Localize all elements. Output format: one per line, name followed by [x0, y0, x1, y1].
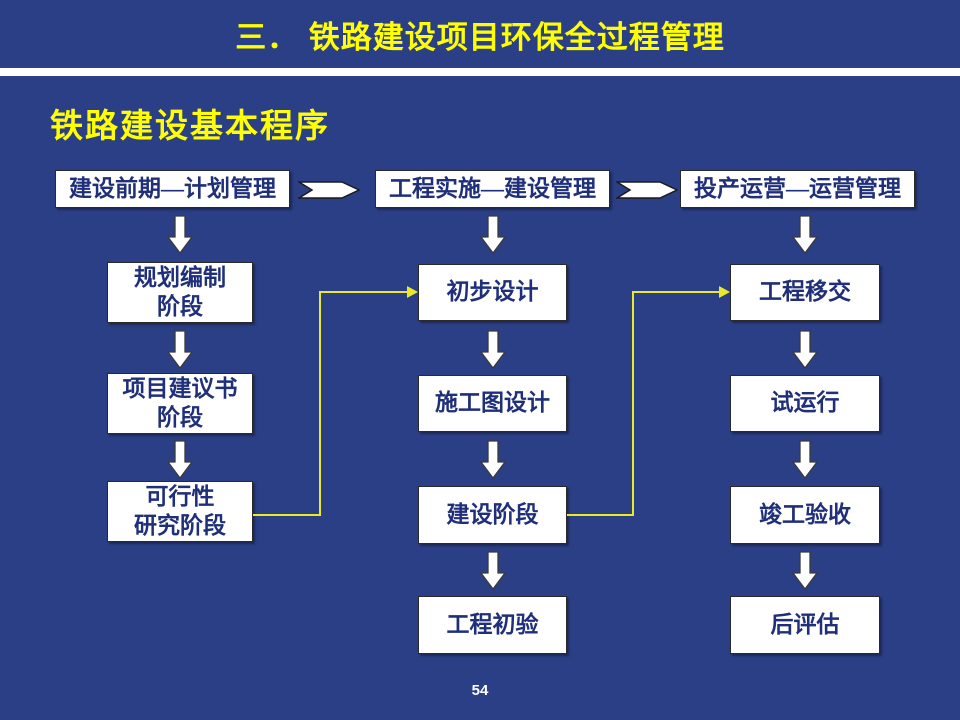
down-arrow-icon — [480, 215, 506, 255]
node-line-1: 建设阶段 — [446, 501, 539, 527]
flow-node-construction-3[interactable]: 建设阶段 — [418, 486, 567, 544]
page-title: 三． 铁路建设项目环保全过程管理 — [235, 20, 725, 55]
connector-1-arrowhead-icon — [407, 286, 418, 298]
phase-label: 投产运营—运营管理 — [694, 175, 901, 201]
connector-2-arrowhead-icon — [719, 286, 730, 298]
connector-2-segment-h-bottom — [567, 514, 634, 516]
down-arrow-icon — [167, 440, 193, 480]
flow-node-operation-2[interactable]: 试运行 — [730, 375, 880, 432]
node-line-2: 研究阶段 — [134, 512, 226, 538]
section-subtitle: 铁路建设基本程序 — [50, 109, 330, 145]
connector-1-segment-h-bottom — [253, 514, 321, 516]
node-line-2: 阶段 — [157, 293, 203, 319]
chevron-arrow-icon — [298, 178, 360, 202]
flow-node-operation-1[interactable]: 工程移交 — [730, 264, 880, 321]
connector-2-segment-h-top — [632, 291, 723, 293]
down-arrow-icon — [792, 330, 818, 370]
node-line-1: 工程初验 — [446, 611, 539, 637]
flow-node-construction-4[interactable]: 工程初验 — [418, 596, 567, 654]
phase-box-operation[interactable]: 投产运营—运营管理 — [680, 170, 915, 208]
flow-node-planning-2[interactable]: 项目建议书 阶段 — [107, 373, 253, 434]
chevron-arrow-icon — [616, 178, 678, 202]
node-line-1: 竣工验收 — [759, 501, 851, 527]
title-divider — [0, 68, 960, 76]
node-line-1: 项目建议书 — [122, 376, 238, 402]
down-arrow-icon — [480, 330, 506, 370]
flow-node-construction-2[interactable]: 施工图设计 — [418, 375, 567, 432]
phase-label: 工程实施—建设管理 — [389, 175, 596, 201]
node-line-1: 试运行 — [770, 390, 840, 416]
node-line-1: 规划编制 — [134, 265, 226, 291]
flow-node-planning-3[interactable]: 可行性 研究阶段 — [107, 481, 253, 542]
down-arrow-icon — [792, 551, 818, 591]
down-arrow-icon — [480, 551, 506, 591]
page-number: 54 — [471, 682, 489, 699]
phase-label: 建设前期—计划管理 — [69, 175, 276, 201]
flow-node-construction-1[interactable]: 初步设计 — [418, 264, 567, 321]
down-arrow-icon — [167, 330, 193, 370]
node-line-1: 施工图设计 — [435, 390, 550, 416]
phase-box-construction[interactable]: 工程实施—建设管理 — [375, 170, 610, 208]
node-line-2: 阶段 — [157, 404, 203, 430]
flow-node-operation-4[interactable]: 后评估 — [730, 596, 880, 654]
flow-node-planning-1[interactable]: 规划编制 阶段 — [107, 262, 253, 323]
node-line-1: 初步设计 — [446, 279, 539, 305]
phase-box-planning[interactable]: 建设前期—计划管理 — [55, 170, 290, 208]
node-line-1: 后评估 — [770, 611, 840, 637]
node-line-1: 工程移交 — [759, 279, 851, 305]
flow-node-operation-3[interactable]: 竣工验收 — [730, 486, 880, 544]
down-arrow-icon — [480, 440, 506, 480]
down-arrow-icon — [792, 440, 818, 480]
node-line-1: 可行性 — [145, 484, 215, 510]
down-arrow-icon — [167, 215, 193, 255]
connector-2-segment-v — [632, 291, 634, 516]
down-arrow-icon — [792, 215, 818, 255]
connector-1-segment-v — [319, 291, 321, 516]
connector-1-segment-h-top — [319, 291, 411, 293]
